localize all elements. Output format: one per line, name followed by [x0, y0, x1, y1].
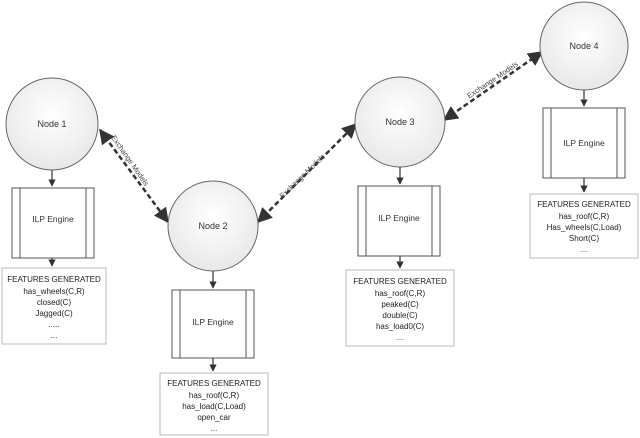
- node-2: Node 2: [167, 180, 259, 272]
- ilp-engine-1-label: ILP Engine: [32, 214, 74, 224]
- node-4-label: Node 4: [569, 41, 598, 51]
- features-box-2: FEATURES GENERATED has_roof(C,R) has_loa…: [159, 372, 269, 436]
- node-3-label: Node 3: [385, 117, 414, 127]
- features-1-item: has_wheels(C,R): [23, 287, 85, 296]
- features-4-item: ...: [581, 245, 588, 254]
- features-3-item: ...: [397, 333, 404, 342]
- ilp-engine-1: ILP Engine: [11, 187, 95, 259]
- features-3-title: FEATURES GENERATED: [353, 277, 447, 286]
- features-box-4: FEATURES GENERATED has_roof(C,R) Has_whe…: [529, 193, 639, 259]
- features-2-item: open_car: [197, 413, 231, 422]
- edge-label-2-3: Exchange Models: [278, 152, 327, 200]
- node-1-label: Node 1: [37, 119, 66, 129]
- features-1-item: .....: [48, 320, 59, 329]
- features-2-item: ...: [211, 424, 218, 433]
- features-1-item: Jagged(C): [35, 309, 73, 318]
- features-1-item: ...: [51, 331, 58, 340]
- ilp-engine-4-label: ILP Engine: [563, 138, 605, 148]
- edge-node2-node3: Exchange Models: [256, 122, 358, 224]
- features-4-item: Has_wheels(C,Load): [547, 223, 622, 232]
- edge-label-1-2: Exchange Models: [109, 134, 151, 188]
- ilp-engine-3: ILP Engine: [357, 185, 441, 257]
- node-3: Node 3: [354, 76, 446, 168]
- features-3-item: double(C): [382, 311, 417, 320]
- features-box-1: FEATURES GENERATED has_wheels(C,R) close…: [1, 267, 107, 345]
- edge-node1-node2: Exchange Models: [98, 128, 170, 224]
- ilp-engine-4: ILP Engine: [542, 107, 626, 179]
- features-1-item: closed(C): [37, 298, 72, 307]
- node-1: Node 1: [5, 77, 99, 171]
- features-4-item: Short(C): [569, 234, 600, 243]
- node-4: Node 4: [539, 1, 629, 91]
- features-2-item: has_roof(C,R): [189, 391, 240, 400]
- features-3-item: has_roof(C,R): [375, 289, 426, 298]
- features-2-title: FEATURES GENERATED: [167, 379, 261, 388]
- node-2-label: Node 2: [198, 221, 227, 231]
- features-1-title: FEATURES GENERATED: [7, 275, 101, 284]
- ilp-engine-3-label: ILP Engine: [378, 213, 420, 223]
- ilp-engine-2: ILP Engine: [171, 289, 255, 359]
- features-box-3: FEATURES GENERATED has_roof(C,R) peaked(…: [345, 269, 455, 347]
- features-4-title: FEATURES GENERATED: [537, 200, 631, 209]
- features-3-item: has_load0(C): [376, 322, 424, 331]
- edge-label-3-4: Exchange Models: [465, 59, 520, 100]
- edge-node3-node4: Exchange Models: [442, 50, 544, 122]
- features-3-item: peaked(C): [381, 300, 419, 309]
- features-2-item: has_load(C,Load): [182, 402, 246, 411]
- ilp-engine-2-label: ILP Engine: [192, 317, 234, 327]
- features-4-item: has_roof(C,R): [559, 212, 610, 221]
